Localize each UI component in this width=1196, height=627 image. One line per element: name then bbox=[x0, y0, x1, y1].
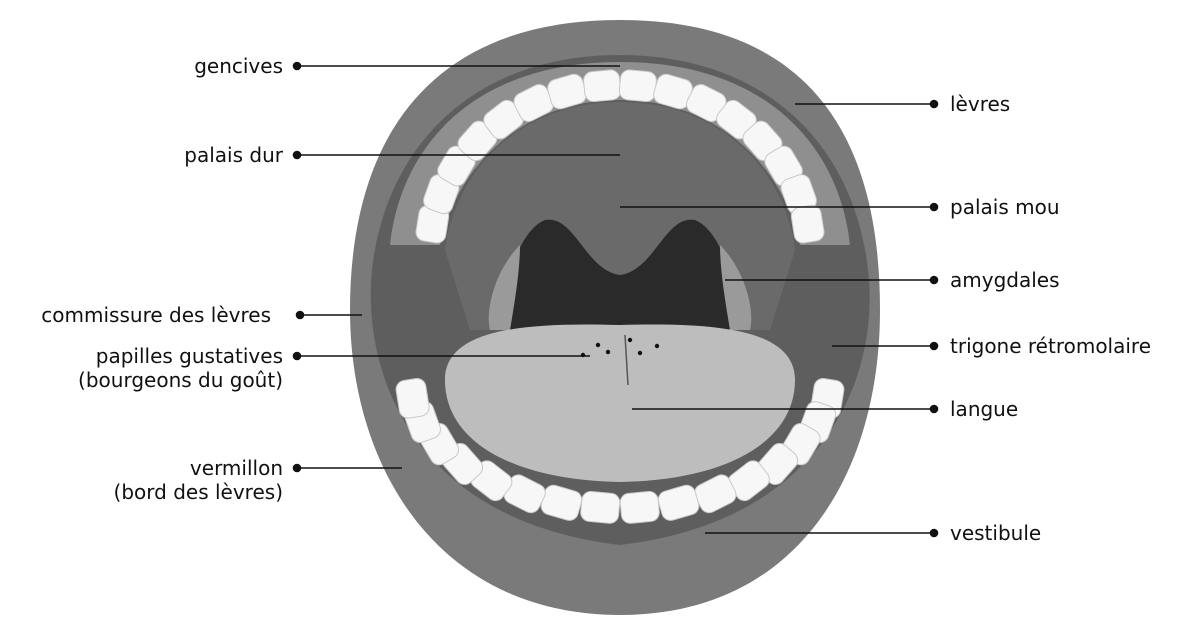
lower-tooth bbox=[395, 377, 431, 419]
upper-tooth bbox=[619, 69, 658, 102]
label-amygdales: amygdales bbox=[950, 268, 1060, 292]
upper-tooth bbox=[790, 204, 825, 244]
label-vermillon-line2: (bord des lèvres) bbox=[114, 480, 283, 504]
label-trigone-retromolaire: trigone rétromolaire bbox=[950, 334, 1151, 358]
label-vestibule: vestibule bbox=[950, 521, 1041, 545]
label-papilles-line2: (bourgeons du goût) bbox=[78, 368, 283, 392]
label-palais-dur: palais dur bbox=[184, 143, 283, 167]
lower-tooth bbox=[580, 491, 621, 524]
label-commissure-des-levres: commissure des lèvres bbox=[41, 303, 271, 327]
label-gencives: gencives bbox=[194, 54, 283, 78]
label-papilles-line1: papilles gustatives bbox=[78, 344, 283, 368]
label-langue: langue bbox=[950, 397, 1018, 421]
label-papilles-gustatives: papilles gustatives (bourgeons du goût) bbox=[78, 344, 283, 392]
label-vermillon: vermillon (bord des lèvres) bbox=[114, 456, 283, 504]
label-palais-mou: palais mou bbox=[950, 195, 1060, 219]
label-vermillon-line1: vermillon bbox=[114, 456, 283, 480]
upper-tooth bbox=[583, 69, 622, 102]
label-levres: lèvres bbox=[950, 92, 1010, 116]
lower-tooth bbox=[619, 491, 660, 524]
